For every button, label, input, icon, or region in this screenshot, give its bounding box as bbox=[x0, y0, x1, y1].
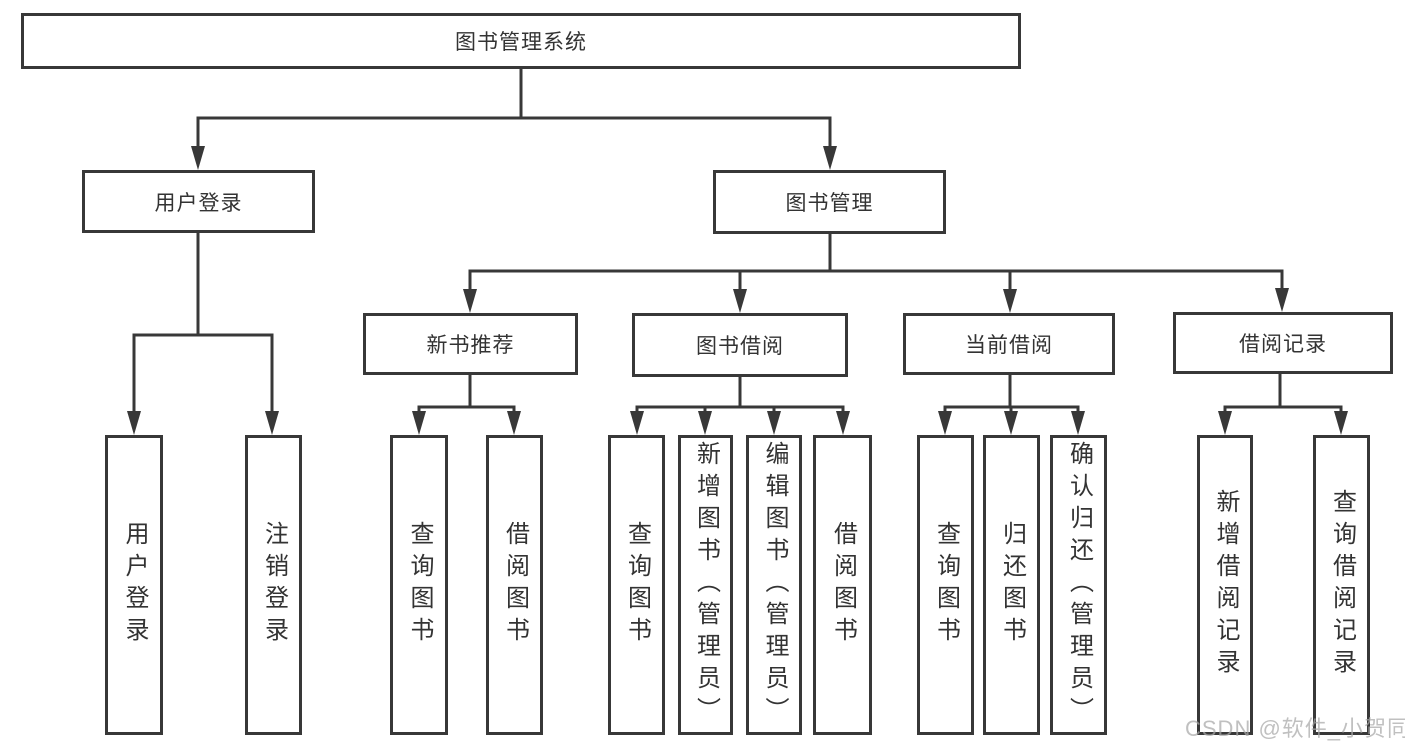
node-current-borrowing: 当前借阅 bbox=[903, 313, 1115, 375]
node-leaf-borrow-books-borrow: 借阅图书 bbox=[813, 435, 872, 735]
node-label: 新书推荐 bbox=[426, 334, 515, 357]
watermark: CSDN @软件_小贺同学 bbox=[1185, 716, 1405, 741]
node-label: 当前借阅 bbox=[965, 334, 1053, 357]
node-leaf-user-login: 用户登录 bbox=[105, 435, 163, 735]
node-label: 借阅图书 bbox=[501, 521, 529, 649]
node-leaf-borrow-books-recommend: 借阅图书 bbox=[486, 435, 543, 735]
node-label: 归还图书 bbox=[998, 521, 1026, 649]
node-user-login: 用户登录 bbox=[82, 170, 315, 233]
node-label: 确认归还（管理员） bbox=[1065, 441, 1093, 729]
node-leaf-query-books-current: 查询图书 bbox=[917, 435, 974, 735]
node-label: 查询借阅记录 bbox=[1328, 489, 1356, 681]
node-book-borrowing: 图书借阅 bbox=[632, 313, 848, 377]
node-leaf-add-borrow-record: 新增借阅记录 bbox=[1197, 435, 1253, 735]
node-borrowing-records: 借阅记录 bbox=[1173, 312, 1393, 374]
node-new-book-recommendation: 新书推荐 bbox=[363, 313, 578, 375]
node-label: 查询图书 bbox=[932, 521, 960, 649]
node-leaf-return-books: 归还图书 bbox=[983, 435, 1040, 735]
node-label: 编辑图书（管理员） bbox=[761, 441, 788, 729]
node-leaf-query-books-borrow: 查询图书 bbox=[608, 435, 665, 735]
node-label: 查询图书 bbox=[623, 521, 651, 649]
node-label: 用户登录 bbox=[154, 191, 243, 215]
node-label: 查询图书 bbox=[406, 521, 433, 649]
node-leaf-add-book-admin: 新增图书（管理员） bbox=[678, 435, 733, 735]
node-label: 借阅记录 bbox=[1239, 333, 1327, 356]
node-leaf-query-books-recommend: 查询图书 bbox=[390, 435, 448, 735]
node-label: 图书管理系统 bbox=[455, 31, 587, 54]
node-leaf-logout: 注销登录 bbox=[245, 435, 302, 735]
node-leaf-edit-book-admin: 编辑图书（管理员） bbox=[746, 435, 802, 735]
node-leaf-confirm-return-admin: 确认归还（管理员） bbox=[1050, 435, 1107, 735]
node-book-management-system: 图书管理系统 bbox=[21, 13, 1021, 69]
node-label: 图书借阅 bbox=[696, 335, 784, 358]
node-label: 用户登录 bbox=[121, 521, 148, 649]
node-label: 借阅图书 bbox=[829, 521, 857, 649]
node-label: 注销登录 bbox=[260, 521, 288, 649]
node-label: 新增图书（管理员） bbox=[692, 441, 720, 729]
node-label: 新增借阅记录 bbox=[1212, 489, 1239, 681]
node-label: 图书管理 bbox=[785, 192, 874, 215]
node-leaf-query-borrow-record: 查询借阅记录 bbox=[1313, 435, 1370, 735]
node-book-management: 图书管理 bbox=[713, 170, 946, 234]
